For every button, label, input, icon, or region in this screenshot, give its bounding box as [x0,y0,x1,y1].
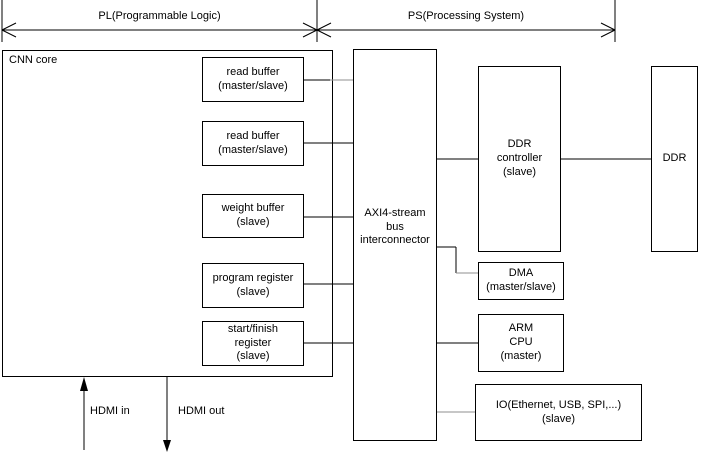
ps-region-label: PS(Processing System) [407,10,525,22]
arm-cpu-label: ARM CPU (master) [500,322,542,362]
read-buffer-2-box: read buffer (master/slave) [202,121,304,166]
start-finish-register-label: start/finish register (slave) [227,322,279,363]
read-buffer-2-label: read buffer (master/slave) [218,129,288,156]
hdmi-in-label: HDMI in [90,405,130,417]
start-finish-register-box: start/finish register (slave) [202,321,304,366]
dma-label: DMA (master/slave) [486,267,556,293]
dma-box: DMA (master/slave) [478,262,564,300]
program-register-label: program register (slave) [212,271,294,298]
arm-cpu-box: ARM CPU (master) [478,314,564,372]
ddr-controller-box: DDR controller (slave) [478,66,561,252]
read-buffer-1-box: read buffer (master/slave) [202,57,304,102]
weight-buffer-label: weight buffer (slave) [221,202,285,228]
ddr-label: DDR [662,152,687,165]
ps-span-arrow-icon [316,22,616,38]
ddr-controller-label: DDR controller (slave) [496,138,543,178]
ddr-box: DDR [651,66,698,252]
axi-interconnect-box: AXI4-stream bus interconnector [353,49,437,441]
weight-buffer-box: weight buffer (slave) [202,194,304,238]
pl-region-label: PL(Programmable Logic) [98,10,221,22]
cnn-core-label: CNN core [9,54,58,66]
program-register-box: program register (slave) [202,263,304,308]
hdmi-in-arrow-icon [80,377,88,450]
axi-interconnect-label: AXI4-stream bus interconnector [360,206,430,247]
hdmi-out-arrow-icon [163,377,171,452]
read-buffer-1-label: read buffer (master/slave) [218,65,288,92]
pl-span-arrow-icon [1,22,318,38]
hdmi-out-label: HDMI out [178,405,225,417]
io-label: IO(Ethernet, USB, SPI,...) (slave) [495,398,622,425]
io-box: IO(Ethernet, USB, SPI,...) (slave) [475,384,642,441]
